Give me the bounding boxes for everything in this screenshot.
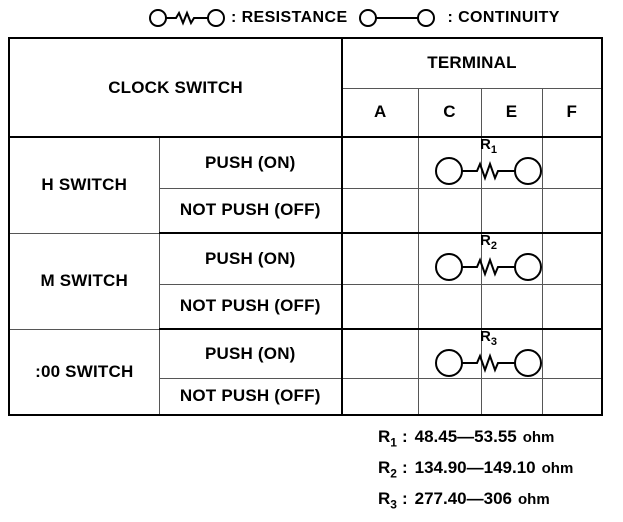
clock-switch-header-cell: CLOCK SWITCH — [8, 37, 343, 138]
not-push-off-cell: NOT PUSH (OFF) — [158, 377, 343, 416]
continuity-symbol-icon — [358, 9, 435, 27]
resistor-symbol-r3: R3 — [433, 328, 545, 384]
terminal-cell-empty — [417, 377, 482, 416]
resistor-letter: R — [378, 427, 391, 446]
terminal-cell-empty — [541, 187, 603, 234]
terminal-cell-empty — [541, 136, 603, 189]
not-push-off-cell: NOT PUSH (OFF) — [158, 283, 343, 330]
spec-r3-label: R3 — [378, 489, 397, 512]
resistor-letter: R — [480, 136, 491, 153]
resistor-letter: R — [480, 232, 491, 249]
push-on-cell: PUSH (ON) — [158, 328, 343, 379]
terminal-cell-empty — [541, 328, 603, 379]
resistor-letter: R — [378, 489, 391, 508]
resistor-symbol-r2: R2 — [433, 232, 545, 288]
spec-r2-label: R2 — [378, 458, 397, 481]
terminal-cell-empty — [541, 377, 603, 416]
resistor-icon — [435, 349, 542, 377]
resistor-label-r2: R2 — [480, 232, 497, 252]
spec-r1-unit: ohm — [522, 429, 555, 446]
spec-r1: R1:48.45—53.55 ohm — [378, 421, 573, 452]
spec-r2-value: 134.90—149.10 — [414, 458, 536, 477]
resistor-subscript: 1 — [490, 144, 497, 156]
resistor-subscript: 3 — [390, 497, 397, 512]
terminal-cell-empty — [341, 136, 419, 189]
clock-switch-table: CLOCK SWITCH TERMINAL A C E F H SWITCH P… — [8, 37, 603, 416]
terminal-cell-empty — [541, 232, 603, 285]
resistor-letter: R — [480, 328, 491, 345]
legend: : RESISTANCE : CONTINUITY — [148, 6, 565, 30]
terminal-cell-empty — [341, 232, 419, 285]
terminal-cell-empty — [480, 187, 543, 234]
terminal-cell-empty — [341, 187, 419, 234]
spec-r1-label: R1 — [378, 427, 397, 450]
terminal-e-header: E — [480, 87, 543, 138]
terminal-cell-empty — [417, 187, 482, 234]
switch-name-m: M SWITCH — [8, 232, 160, 330]
switch-name-h: H SWITCH — [8, 136, 160, 234]
terminal-header-cell: TERMINAL — [341, 37, 603, 89]
terminal-a-header: A — [341, 87, 419, 138]
terminal-c-header: C — [417, 87, 482, 138]
resistor-icon — [435, 157, 542, 185]
resistor-label-r3: R3 — [480, 328, 497, 348]
terminal-cell-empty — [341, 328, 419, 379]
not-push-off-cell: NOT PUSH (OFF) — [158, 187, 343, 234]
legend-resistance-label: : RESISTANCE — [231, 9, 348, 26]
resistor-symbol-r1: R1 — [433, 136, 545, 192]
push-on-cell: PUSH (ON) — [158, 136, 343, 189]
terminal-cell-empty — [341, 283, 419, 330]
resistor-icon — [435, 253, 542, 281]
switch-name-00: :00 SWITCH — [8, 328, 160, 416]
resistor-label-r1: R1 — [480, 136, 497, 156]
terminal-cell-empty — [341, 377, 419, 416]
terminal-cell-empty — [417, 283, 482, 330]
spec-r3: R3:277.40—306 ohm — [378, 483, 573, 514]
resistance-symbol-icon — [149, 9, 225, 27]
terminal-f-header: F — [541, 87, 603, 138]
legend-continuity-label: : CONTINUITY — [447, 9, 560, 26]
resistor-letter: R — [378, 458, 391, 477]
spec-separator: : — [401, 427, 408, 446]
spec-separator: : — [401, 458, 408, 477]
spec-r3-value: 277.40—306 — [414, 489, 513, 508]
resistor-subscript: 1 — [390, 435, 397, 450]
spec-r2: R2:134.90—149.10 ohm — [378, 452, 573, 483]
spec-r1-value: 48.45—53.55 — [414, 427, 517, 446]
spec-r3-unit: ohm — [518, 491, 550, 508]
resistor-subscript: 2 — [490, 240, 497, 252]
spec-separator: : — [401, 489, 408, 508]
terminal-cell-empty — [480, 283, 543, 330]
spec-r2-unit: ohm — [541, 460, 574, 477]
push-on-cell: PUSH (ON) — [158, 232, 343, 285]
resistor-subscript: 3 — [490, 336, 497, 348]
resistor-subscript: 2 — [390, 466, 397, 481]
terminal-cell-empty — [541, 283, 603, 330]
